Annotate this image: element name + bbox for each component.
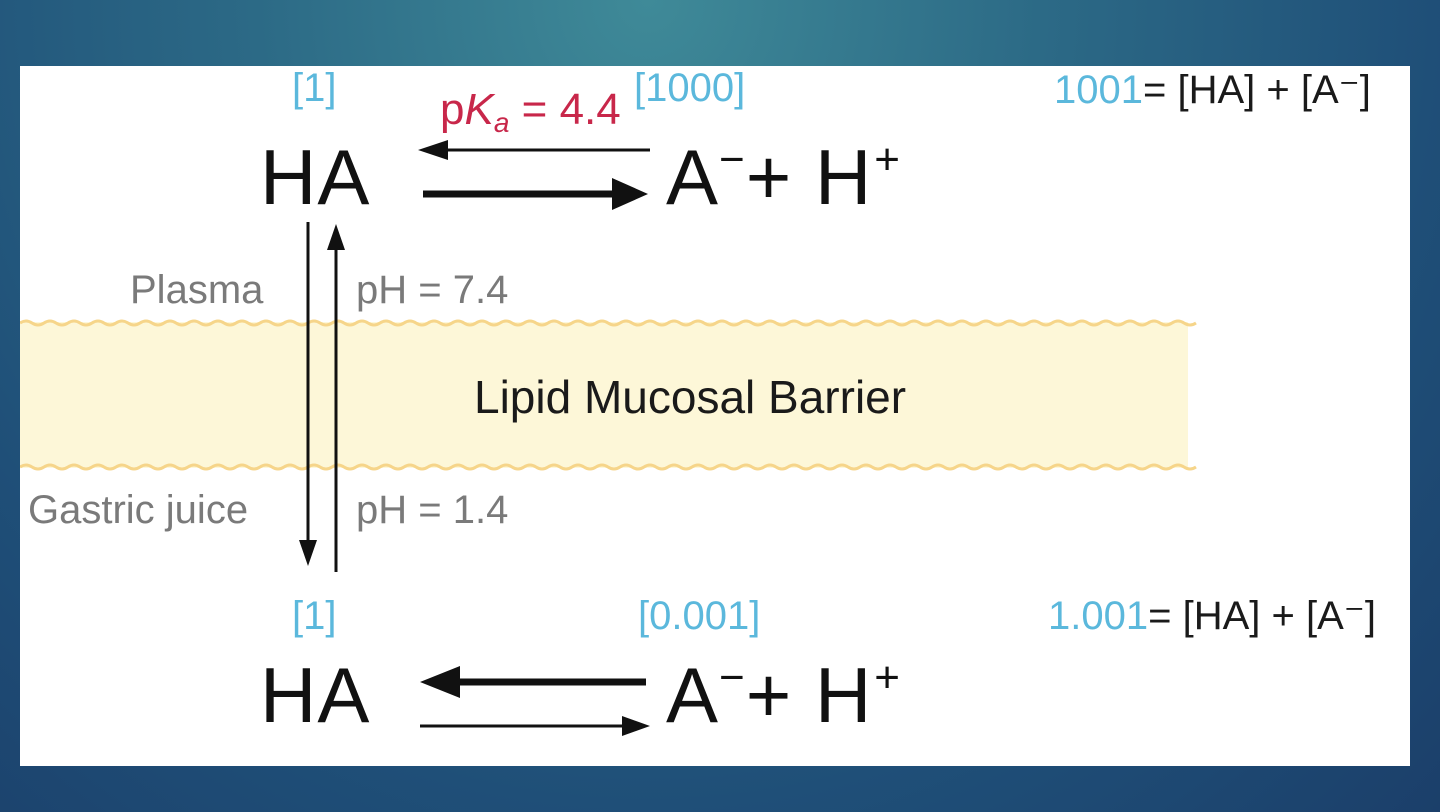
barrier-label: Lipid Mucosal Barrier — [474, 371, 907, 423]
bottom-ha: HA — [260, 651, 371, 739]
bottom-plus-h: + H — [745, 651, 873, 739]
bottom-forward-arrow — [420, 716, 650, 736]
plasma-ph: pH = 7.4 — [356, 268, 509, 312]
lipid-barrier-band — [20, 322, 1188, 468]
top-plus-h: + H — [745, 133, 873, 221]
top-reverse-arrow — [418, 140, 650, 160]
pka-label: pKa = 4.4 — [440, 88, 621, 137]
bottom-a-charge: − — [719, 653, 746, 702]
bottom-total-value: 1.001 — [1048, 594, 1149, 638]
pka-subscript: a — [493, 107, 510, 138]
gastric-juice-label: Gastric juice — [28, 488, 249, 532]
bottom-total-equation: 1.001= [HA] + [A⁻] — [1048, 596, 1376, 636]
top-total-expression: = [HA] + [A⁻] — [1142, 68, 1371, 112]
up-arrow — [327, 224, 345, 572]
bottom-ha-concentration: [1] — [292, 594, 337, 638]
gastric-ph: pH = 1.4 — [356, 488, 509, 532]
top-a-charge: − — [719, 135, 746, 184]
arrows-layer — [20, 140, 1197, 736]
bottom-products: A−+ H+ — [666, 653, 901, 735]
top-ha: HA — [260, 133, 371, 221]
top-products: A−+ H+ — [666, 135, 901, 217]
top-total-equation: 1001= [HA] + [A⁻] — [1054, 70, 1371, 110]
bottom-h-charge: + — [874, 653, 901, 702]
top-h-charge: + — [874, 135, 901, 184]
top-forward-arrow — [423, 178, 648, 210]
pka-value: = 4.4 — [509, 85, 621, 134]
top-ha-concentration: [1] — [292, 66, 337, 110]
pka-prefix: p — [440, 85, 465, 134]
bottom-a-concentration: [0.001] — [638, 594, 761, 638]
bottom-a: A — [666, 651, 720, 739]
barrier-top-edge — [20, 319, 1197, 327]
top-total-value: 1001 — [1054, 68, 1143, 112]
pka-k: K — [464, 85, 494, 134]
barrier-bottom-edge — [20, 463, 1197, 471]
down-arrow — [299, 222, 317, 566]
plasma-label: Plasma — [130, 268, 264, 312]
bottom-total-expression: = [HA] + [A⁻] — [1148, 594, 1376, 638]
diagram-panel: [1] [1000] 1001= [HA] + [A⁻] pKa = 4.4 H… — [20, 66, 1410, 766]
top-a: A — [666, 133, 720, 221]
top-a-concentration: [1000] — [634, 66, 746, 110]
bottom-reverse-arrow — [420, 666, 646, 698]
